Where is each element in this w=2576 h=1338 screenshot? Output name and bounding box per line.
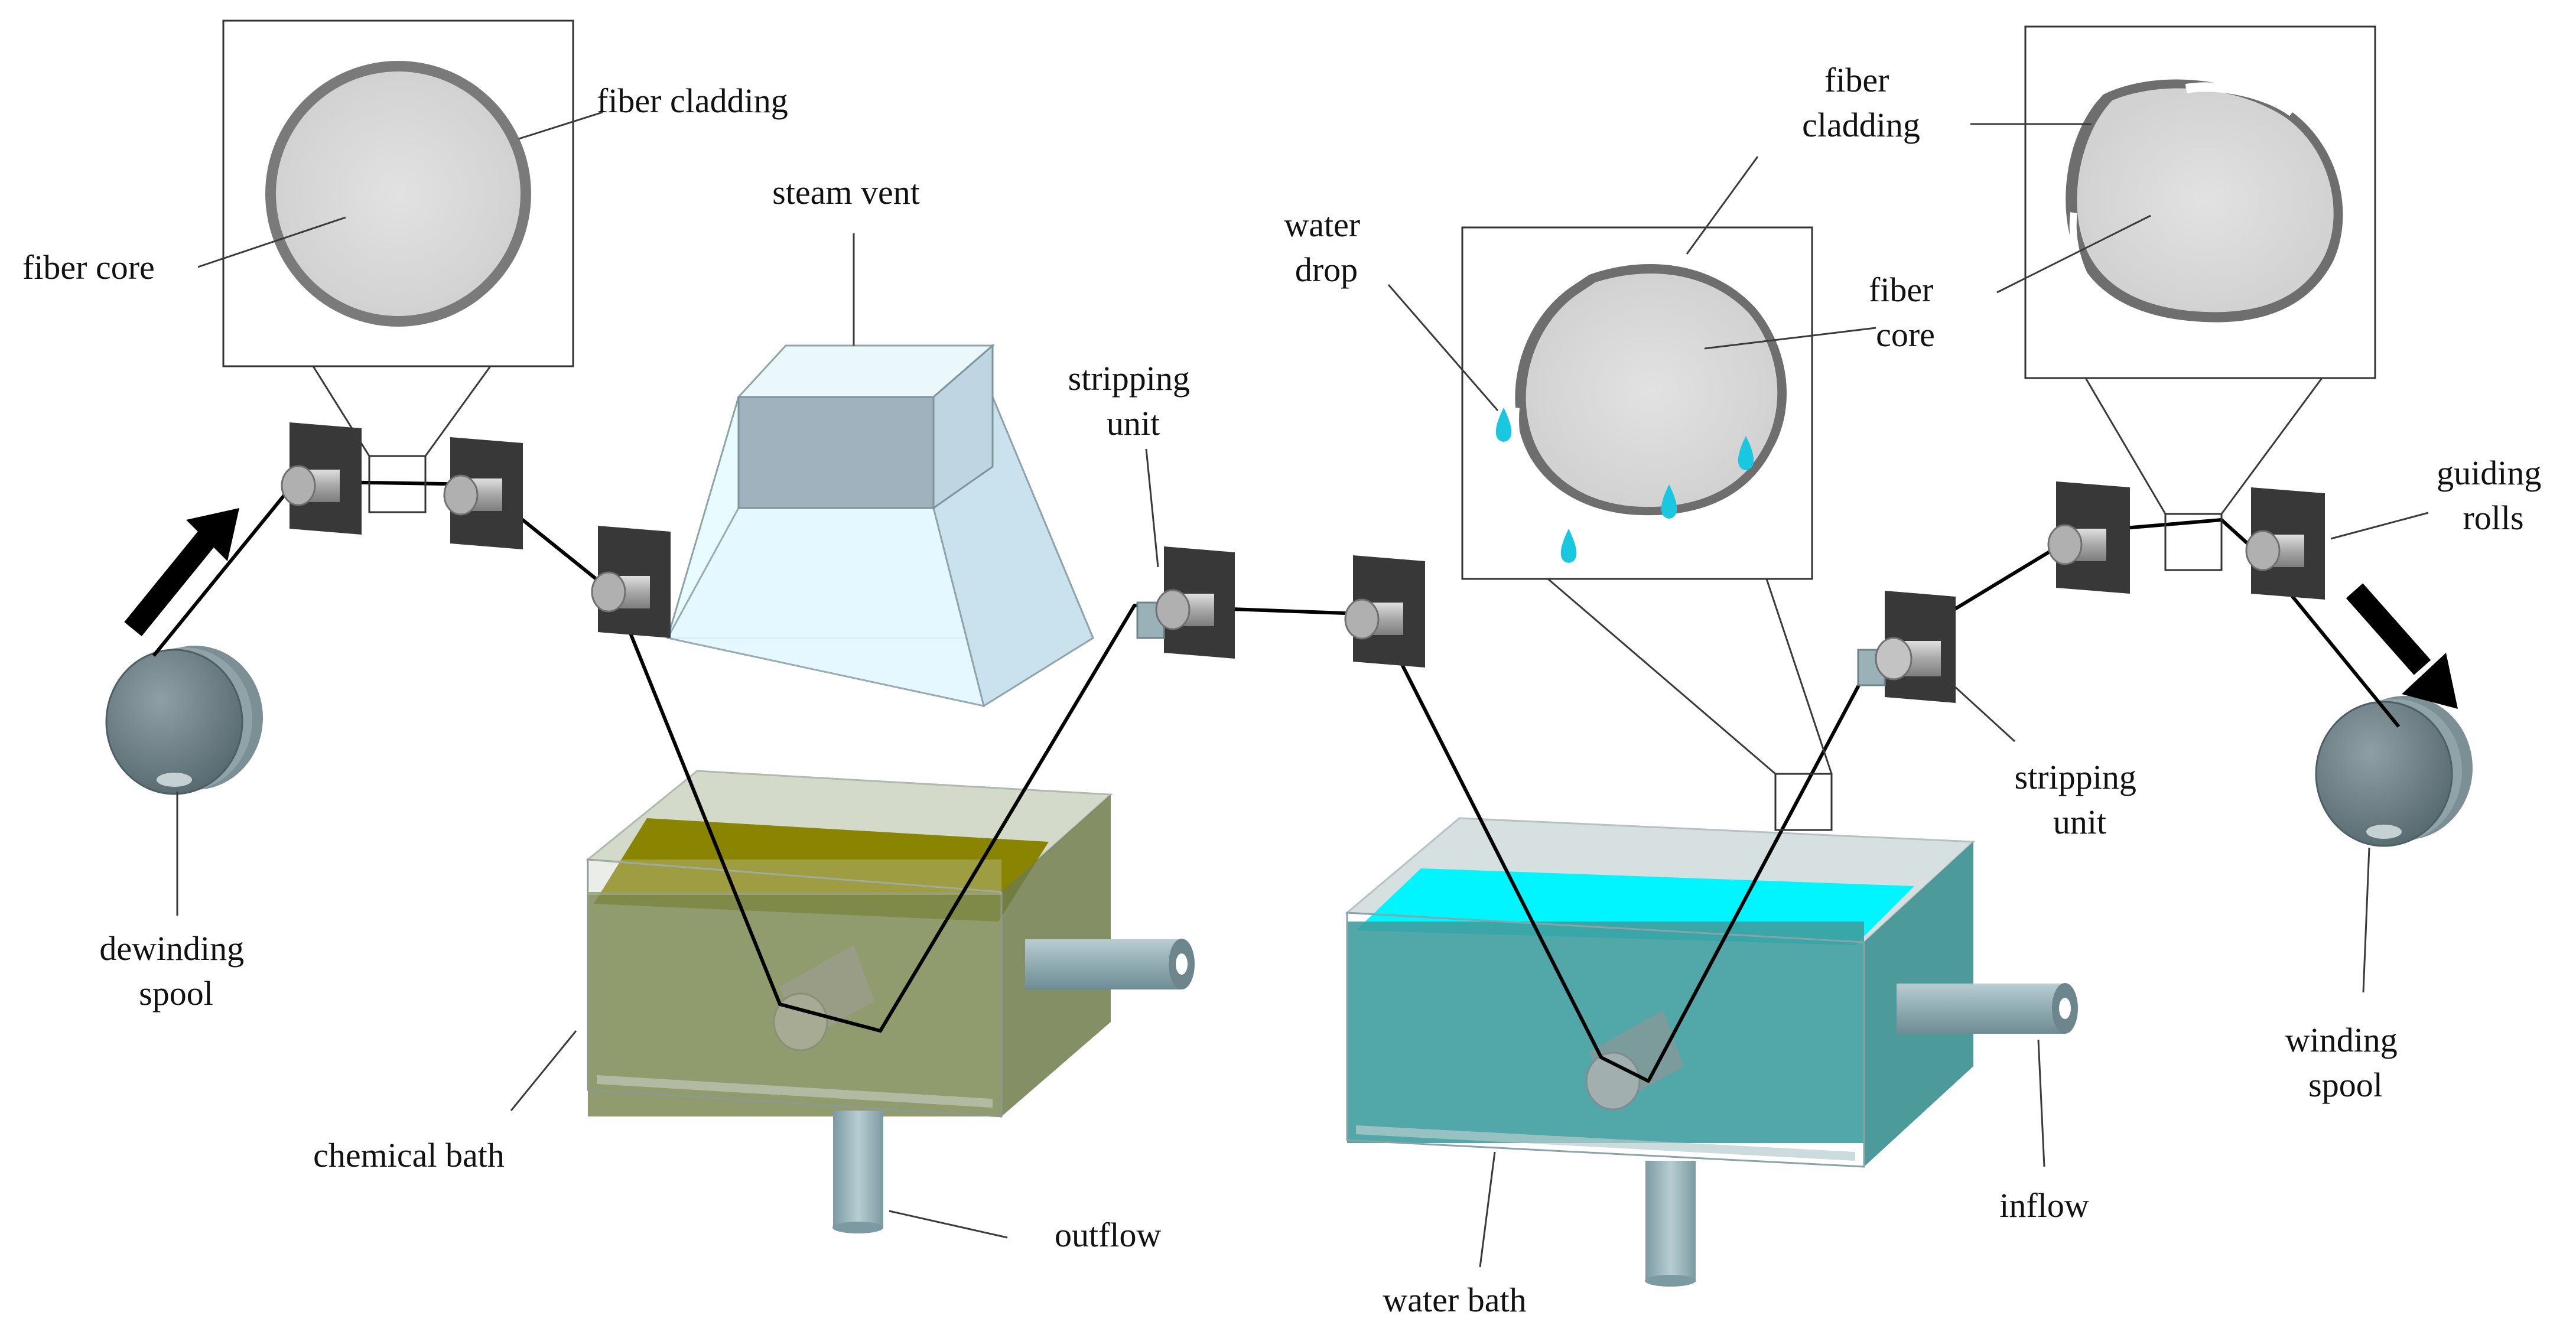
label-water-drop-line2: drop: [1295, 250, 1358, 289]
detail-marker-water-bath: [1774, 773, 1833, 831]
leader-lines: [176, 111, 2429, 1268]
guiding-roll-5: [2047, 481, 2130, 594]
zoom-callout-water-bath: [1461, 226, 1833, 775]
steam-vent: [666, 343, 1095, 708]
dewinding-spool: [105, 646, 263, 795]
winding-spool: [2315, 696, 2473, 847]
zoom-callout-stripped-fiber: [2024, 25, 2376, 515]
feed-direction-arrow: [124, 508, 239, 636]
label-dewinding-spool-line1: dewinding: [99, 929, 244, 968]
water-bath: [1345, 817, 2078, 1168]
detail-marker-untreated: [368, 455, 427, 513]
chemical-bath-side-pipe: [1025, 939, 1195, 989]
label-stripping-unit-2: stripping unit: [2015, 758, 2145, 841]
label-chemical-bath: chemical bath: [313, 1136, 505, 1174]
guiding-roll-4: [1344, 555, 1425, 668]
take-up-direction-arrow: [2346, 583, 2458, 709]
guiding-roll-3: [591, 526, 671, 638]
label-stripping-unit-1: stripping unit: [1068, 359, 1199, 442]
label-dewinding-spool-line2: spool: [139, 974, 213, 1013]
label-inflow: inflow: [1999, 1186, 2089, 1225]
label-fiber-core-mid-line1: fiber: [1869, 271, 1934, 309]
label-water-drop-line1: water: [1284, 206, 1360, 244]
label-steam-vent: steam vent: [772, 173, 920, 211]
stripping-unit-1: [1136, 546, 1235, 659]
guiding-roll-2: [443, 437, 523, 549]
label-fiber-core-left: fiber core: [22, 248, 155, 287]
guiding-roll-6: [2245, 487, 2325, 600]
label-water-drop: water drop: [1284, 206, 1368, 289]
label-fiber-cladding-left: fiber cladding: [597, 82, 788, 120]
label-guiding-rolls-line2: rolls: [2463, 499, 2523, 537]
stripping-unit-2: [1857, 591, 1956, 703]
label-stripping-unit-1-line1: stripping: [1068, 359, 1190, 398]
label-stripping-unit-1-line2: unit: [1107, 404, 1160, 442]
label-fiber-cladding-mid: fiber cladding: [1802, 61, 1920, 144]
label-dewinding-spool: dewinding spool: [99, 929, 252, 1013]
water-drop-icons: [1495, 408, 1754, 563]
label-winding-spool-line1: winding: [2285, 1021, 2398, 1059]
outflow-pipe: [832, 1111, 883, 1233]
water-bath-drain-pipe: [1645, 1161, 1696, 1287]
label-guiding-rolls: guiding rolls: [2437, 454, 2550, 537]
label-stripping-unit-2-line2: unit: [2053, 803, 2106, 841]
inflow-pipe: [1897, 983, 2078, 1034]
label-fiber-core-mid-line2: core: [1876, 315, 1935, 354]
label-fiber-cladding-mid-line2: cladding: [1802, 106, 1920, 144]
label-stripping-unit-2-line1: stripping: [2015, 758, 2136, 796]
water-bath-immersion-roll: [1585, 1010, 1684, 1111]
label-water-bath: water bath: [1383, 1281, 1526, 1319]
zoom-callout-intact-fiber: [222, 19, 574, 457]
label-winding-spool: winding spool: [2285, 1021, 2406, 1104]
chemical-bath: [586, 770, 1195, 1118]
label-fiber-core-mid: fiber core: [1869, 271, 1942, 354]
label-guiding-rolls-line1: guiding: [2437, 454, 2541, 492]
label-outflow: outflow: [1055, 1216, 1162, 1254]
guiding-roll-1: [281, 422, 362, 535]
label-winding-spool-line2: spool: [2308, 1066, 2383, 1104]
detail-marker-stripped: [2164, 513, 2223, 571]
label-fiber-cladding-mid-line1: fiber: [1824, 61, 1889, 99]
